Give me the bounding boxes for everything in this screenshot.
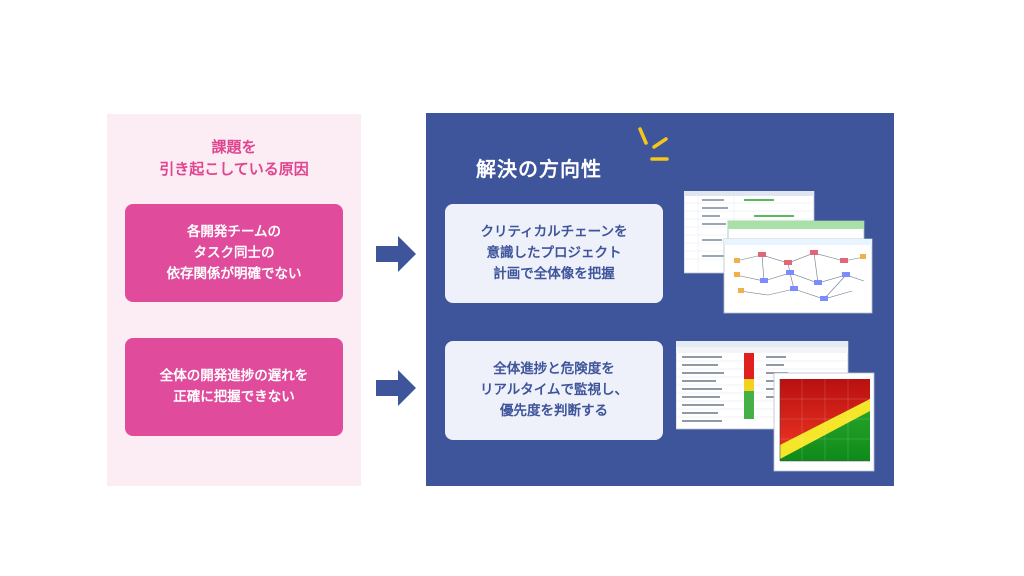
- cause-title-line-1: 課題を: [211, 138, 257, 156]
- cause-card-1-line-3: 依存関係が明確でない: [166, 265, 302, 282]
- solution-card-2: 全体進捗と危険度を リアルタイムで監視し、 優先度を判断する: [445, 341, 663, 440]
- cause-card-2: 全体の開発進捗の遅れを 正確に把握できない: [125, 338, 343, 436]
- solution-panel-title: 解決の方向性: [476, 157, 602, 181]
- right-arrow-icon: [376, 370, 416, 406]
- project-plan-screenshot: [684, 191, 873, 314]
- cause-panel-title: 課題を 引き起こしている原因: [107, 136, 361, 180]
- solution-card-1: クリティカルチェーンを 意識したプロジェクト 計画で全体像を把握: [445, 204, 663, 303]
- cause-card-2-line-1: 全体の開発進捗の遅れを: [159, 368, 309, 384]
- solution-card-1-line-2: 意識したプロジェクト: [486, 245, 622, 261]
- cause-panel: 課題を 引き起こしている原因 各開発チームの タスク同士の 依存関係が明確でない…: [107, 114, 361, 486]
- solution-panel: 解決の方向性 クリティカルチェーンを 意識したプロジェクト 計画で全体像を把握 …: [426, 113, 894, 486]
- spark-icon: [638, 127, 669, 161]
- solution-card-2-line-1: 全体進捗と危険度を: [493, 361, 615, 377]
- solution-card-1-line-3: 計画で全体像を把握: [493, 266, 615, 282]
- cause-card-1-line-1: 各開発チームの: [186, 223, 282, 240]
- cause-card-1: 各開発チームの タスク同士の 依存関係が明確でない: [125, 204, 343, 302]
- solution-card-2-line-3: 優先度を判断する: [499, 403, 608, 419]
- progress-monitor-screenshot: [676, 341, 875, 472]
- solution-card-1-line-1: クリティカルチェーンを: [480, 224, 628, 240]
- cause-card-2-line-2: 正確に把握できない: [173, 389, 295, 405]
- right-arrow-icon: [376, 236, 416, 272]
- cause-title-line-2: 引き起こしている原因: [159, 160, 309, 178]
- cause-card-1-line-2: タスク同士の: [193, 244, 275, 261]
- solution-card-2-line-2: リアルタイムで監視し、: [479, 382, 629, 398]
